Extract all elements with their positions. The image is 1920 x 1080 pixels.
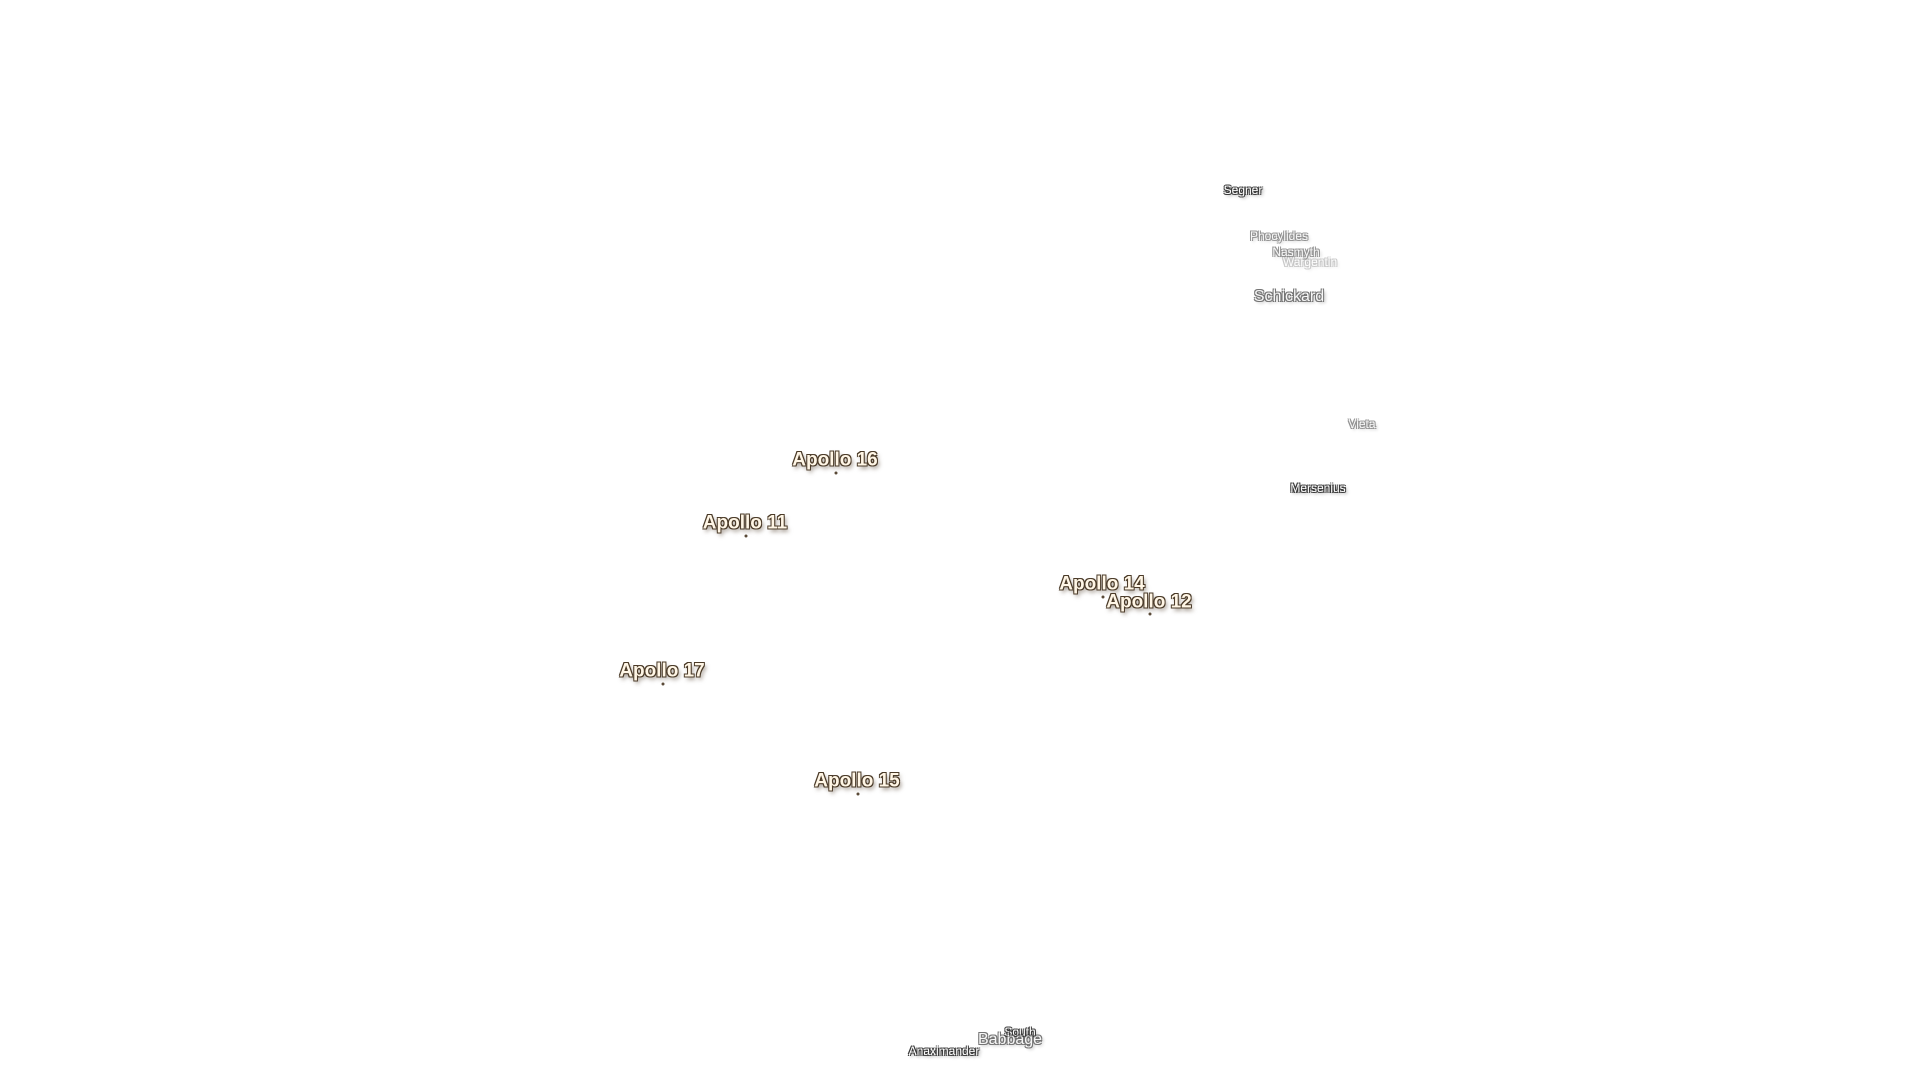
crater-label-phocylides[interactable]: Phocylides — [1249, 229, 1309, 243]
apollo-11-marker[interactable] — [744, 534, 748, 538]
crater-label-wargentin[interactable]: Wargentin — [1282, 255, 1338, 269]
apollo-17-marker[interactable] — [661, 682, 665, 686]
apollo-14-label[interactable]: Apollo 14 — [1059, 573, 1145, 595]
crater-label-nasmyth[interactable]: Nasmyth — [1272, 245, 1320, 259]
apollo-16-label[interactable]: Apollo 16 — [792, 449, 878, 471]
crater-label-anaximander[interactable]: Anaximander — [908, 1044, 980, 1058]
crater-label-south[interactable]: South — [1004, 1025, 1036, 1039]
crater-label-babbage[interactable]: Babbage — [977, 1031, 1043, 1048]
crater-label-segner[interactable]: Segner — [1223, 183, 1263, 197]
apollo-15-label[interactable]: Apollo 15 — [814, 770, 900, 792]
apollo-12-label[interactable]: Apollo 12 — [1106, 591, 1192, 613]
apollo-15-marker[interactable] — [856, 792, 860, 796]
crater-label-schickard[interactable]: Schickard — [1253, 288, 1325, 305]
apollo-11-label[interactable]: Apollo 11 — [702, 512, 788, 534]
crater-label-vieta[interactable]: Vieta — [1348, 417, 1376, 431]
apollo-14-marker[interactable] — [1101, 595, 1105, 599]
apollo-12-marker[interactable] — [1148, 612, 1152, 616]
crater-label-mersenius[interactable]: Mersenius — [1290, 481, 1346, 495]
apollo-17-label[interactable]: Apollo 17 — [619, 660, 705, 682]
apollo-16-marker[interactable] — [834, 471, 838, 475]
